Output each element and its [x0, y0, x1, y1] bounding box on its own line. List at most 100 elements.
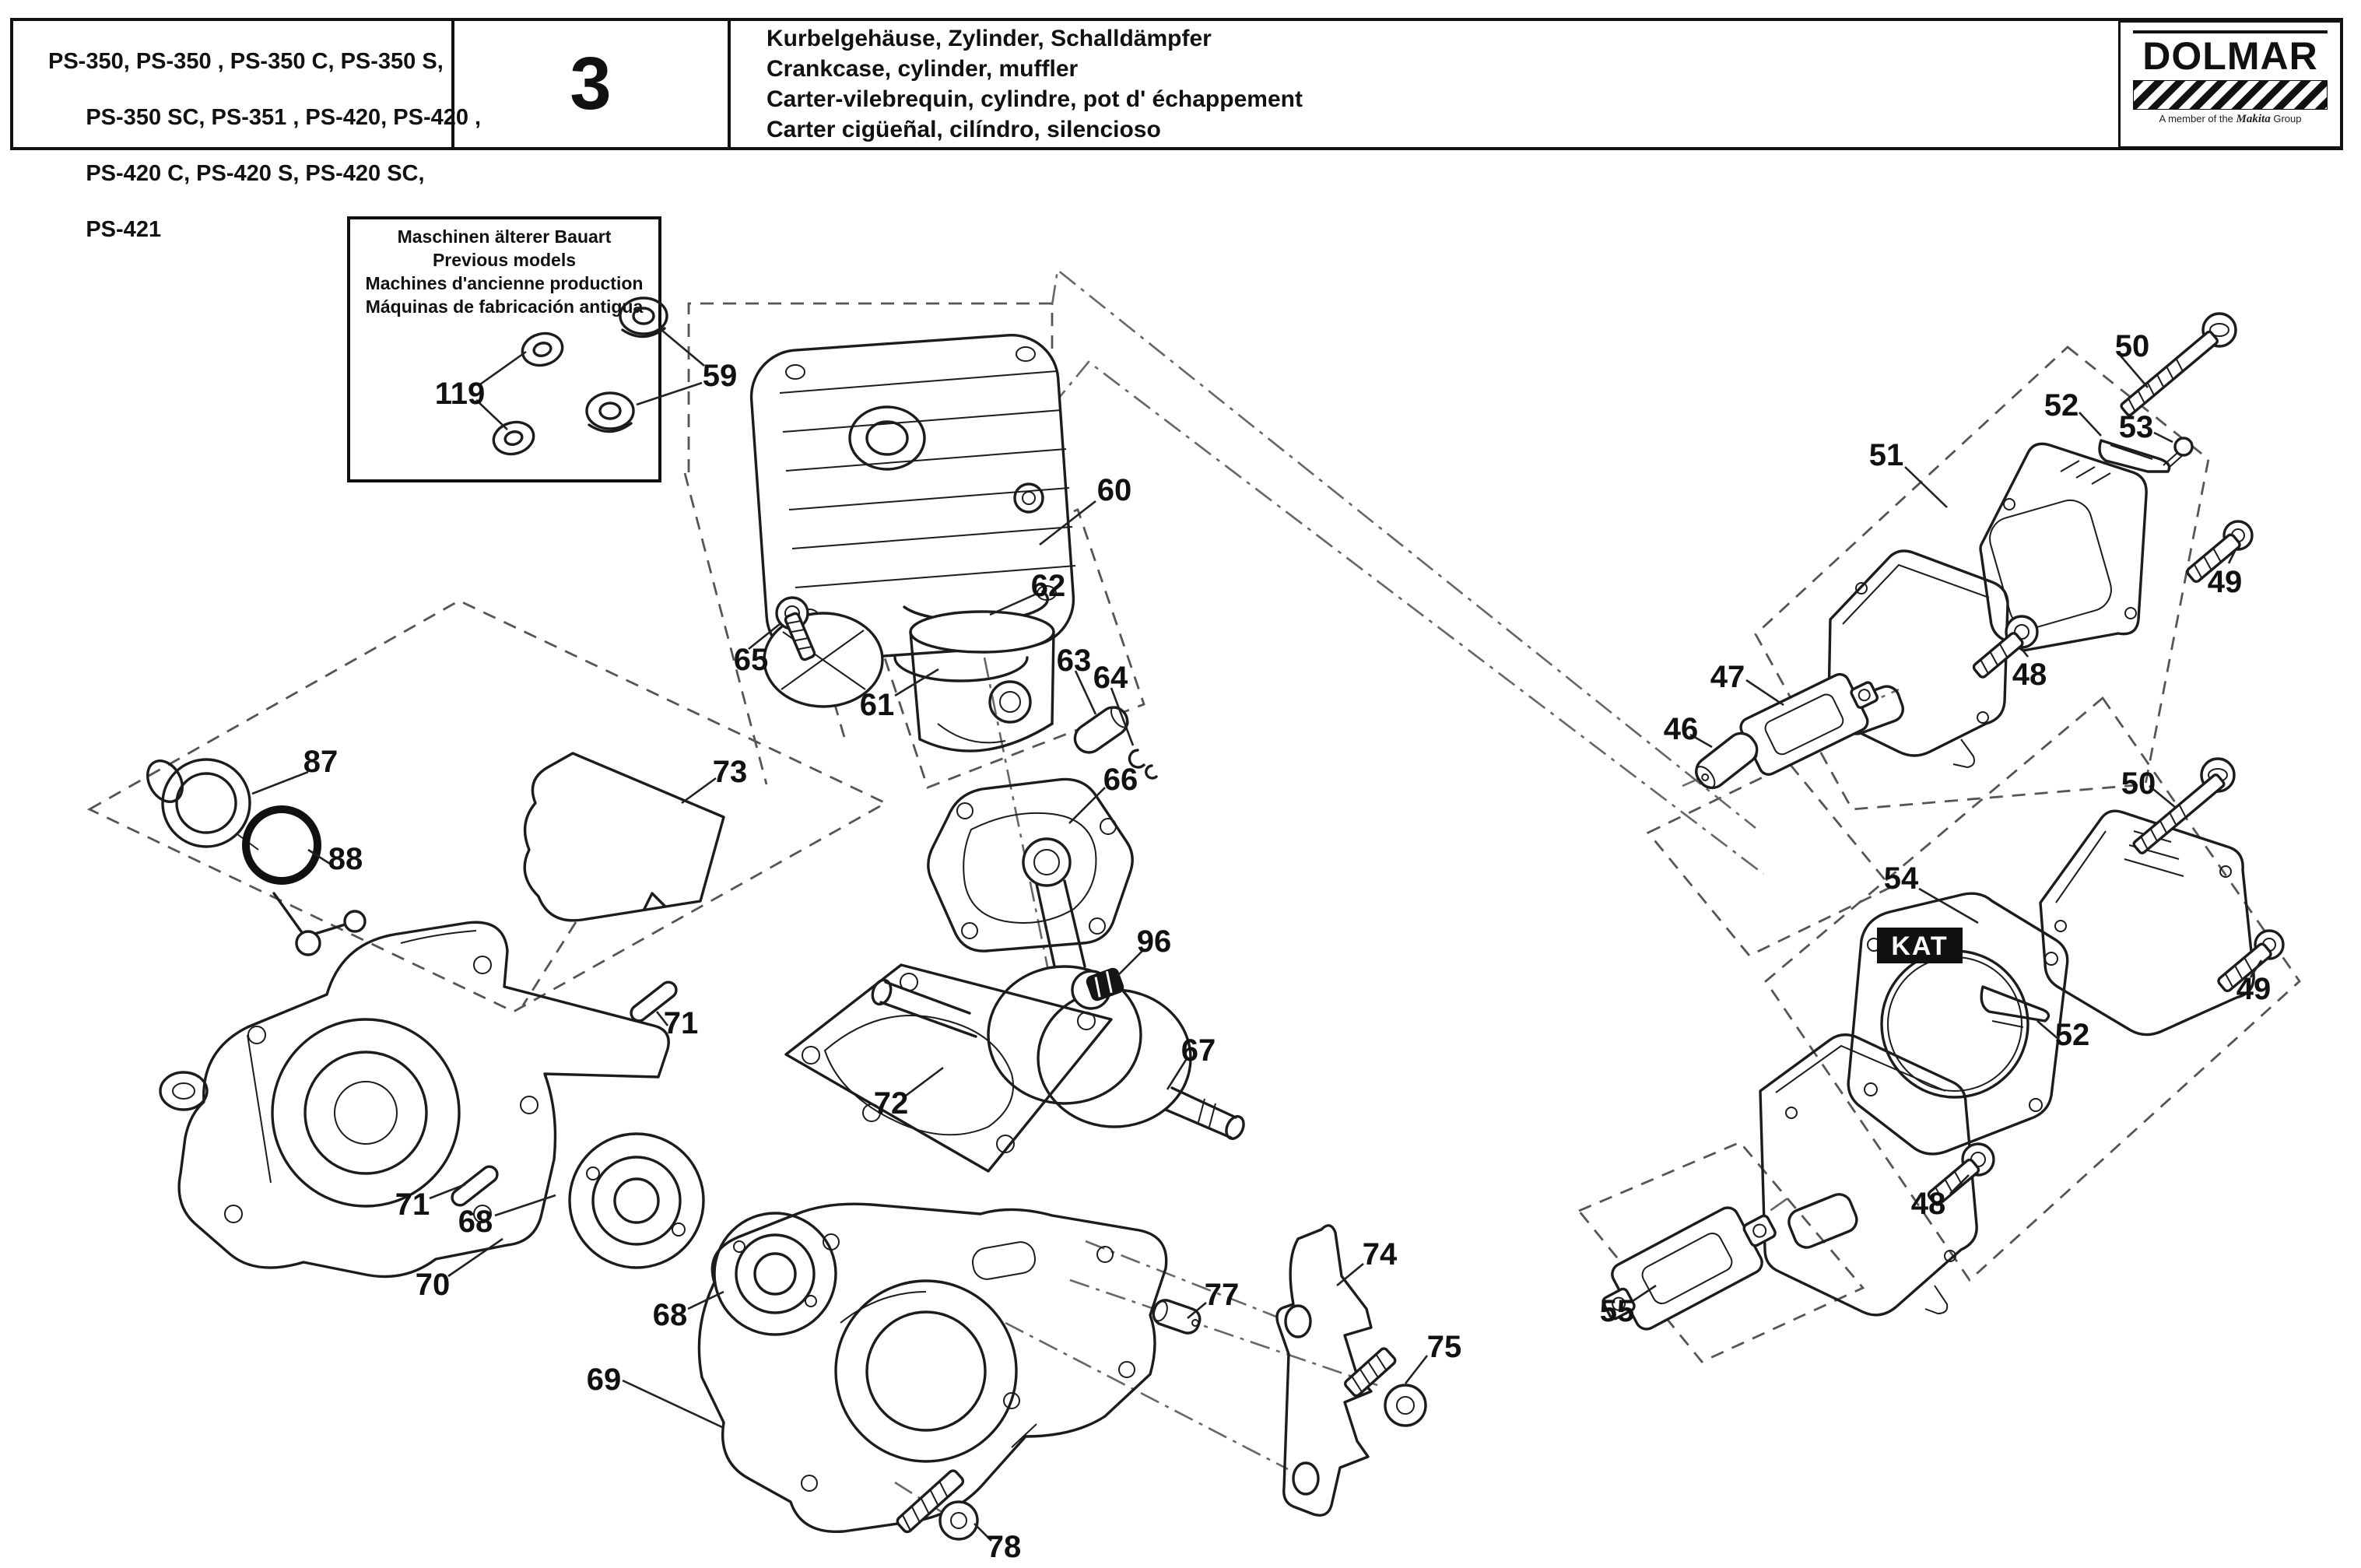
- gasket-72-drawing: [784, 963, 1113, 1173]
- bearing-68b-drawing: [713, 1212, 837, 1336]
- brand-logo: DOLMAR A member of the Makita Group: [2118, 20, 2342, 149]
- gasket-47-drawing: [1728, 672, 1879, 776]
- model-line-1: PS-350, PS-350 , PS-350 C, PS-350 S,: [48, 49, 444, 74]
- deflector-52a-drawing: [2098, 439, 2171, 473]
- part-label-77: 77: [1205, 1278, 1240, 1312]
- gasket-55-drawing: [1601, 1206, 1777, 1331]
- part-label-51: 51: [1869, 438, 1904, 472]
- screw-78-drawing: [896, 1469, 979, 1541]
- crankcase-right-69-drawing: [697, 1202, 1168, 1534]
- spacer-46-drawing: [1695, 731, 1759, 790]
- part-label-55: 55: [1600, 1294, 1635, 1328]
- dowel-pin-71a-drawing: [630, 980, 678, 1023]
- part-label-73: 73: [713, 755, 748, 789]
- note-box: Maschinen älterer Bauart Previous models…: [347, 216, 661, 482]
- bolt-50b-drawing: [2132, 757, 2236, 854]
- piston-pin-63-drawing: [1073, 706, 1129, 754]
- part-label-88: 88: [328, 842, 363, 876]
- screw-48a-drawing: [1972, 615, 2039, 679]
- title-de: Kurbelgehäuse, Zylinder, Schalldämpfer: [767, 26, 1212, 51]
- part-label-52: 52: [2055, 1018, 2090, 1052]
- part-label-66: 66: [1103, 763, 1138, 797]
- oil-pump-87-drawing: [146, 758, 259, 851]
- note-line-1: Maschinen älterer Bauart: [398, 226, 612, 247]
- logo-hatch-bar: [2133, 80, 2328, 110]
- page-number: 3: [570, 42, 612, 125]
- part-label-50: 50: [2121, 766, 2156, 801]
- kat-badge: KAT: [1877, 928, 1963, 963]
- part-label-46: 46: [1664, 712, 1699, 746]
- part-label-63: 63: [1057, 644, 1092, 678]
- part-label-48: 48: [2012, 658, 2047, 692]
- part-label-71: 71: [395, 1187, 430, 1222]
- part-label-60: 60: [1097, 473, 1132, 507]
- dashed-boundaries: [86, 302, 2301, 1363]
- part-label-48: 48: [1911, 1187, 1946, 1221]
- plug-77-drawing: [1152, 1299, 1202, 1335]
- part-label-70: 70: [416, 1268, 451, 1302]
- crankshaft-67-drawing: [871, 837, 1245, 1140]
- part-label-53: 53: [2119, 410, 2154, 444]
- note-line-2: Previous models: [433, 250, 576, 270]
- pin-clips-64-drawing: [1128, 749, 1158, 780]
- tagline-brand: Makita: [2236, 113, 2271, 125]
- tagline-suffix: Group: [2270, 113, 2302, 125]
- bearing-68a-drawing: [568, 1132, 705, 1269]
- logo-rule: [2133, 30, 2328, 33]
- header-divider-1: [451, 18, 454, 150]
- bolt-50a-drawing: [2120, 312, 2237, 417]
- part-label-65: 65: [734, 643, 769, 677]
- logo-tagline: A member of the Makita Group: [2121, 113, 2340, 126]
- cylinder-60-drawing: [749, 334, 1076, 708]
- note-line-4: Máquinas de fabricación antigua: [366, 296, 644, 317]
- part-label-87: 87: [303, 745, 339, 779]
- screw-65-drawing: [775, 596, 816, 661]
- model-line-2: PS-350 SC, PS-351 , PS-420, PS-420 ,: [86, 105, 482, 130]
- note-line-3: Machines d'ancienne production: [366, 273, 644, 293]
- title-es: Carter cigüeñal, cilíndro, silencioso: [767, 117, 1161, 142]
- bumper-spike-74-drawing: [1275, 1224, 1373, 1517]
- part-label-68: 68: [458, 1205, 493, 1239]
- part-label-61: 61: [860, 688, 895, 722]
- part-label-54: 54: [1884, 861, 1919, 896]
- part-label-49: 49: [2236, 972, 2272, 1006]
- screw-75-drawing: [1344, 1347, 1427, 1427]
- oil-pickup-drawing: [272, 892, 367, 956]
- model-line-4: PS-421: [86, 217, 162, 242]
- part-label-69: 69: [587, 1363, 622, 1397]
- part-label-71: 71: [664, 1006, 699, 1040]
- o-ring-88-drawing: [242, 805, 321, 885]
- dowel-pin-71b-drawing: [451, 1165, 499, 1207]
- title-en: Crankcase, cylinder, muffler: [767, 56, 1079, 82]
- part-label-50: 50: [2115, 329, 2150, 363]
- kat-badge-text: KAT: [1891, 931, 1948, 961]
- part-label-78: 78: [987, 1530, 1022, 1564]
- header-divider-2: [728, 18, 731, 150]
- part-label-64: 64: [1093, 661, 1128, 695]
- gasket-66-drawing: [927, 777, 1134, 952]
- part-label-59: 59: [703, 359, 738, 393]
- tagline-prefix: A member of the: [2159, 113, 2236, 125]
- screw-49b-drawing: [2217, 929, 2285, 993]
- part-label-49: 49: [2208, 565, 2243, 599]
- part-label-62: 62: [1031, 569, 1066, 603]
- part-label-52: 52: [2044, 388, 2079, 423]
- muffler-body-g2-drawing: [1759, 1033, 1978, 1317]
- model-line-3: PS-420 C, PS-420 S, PS-420 SC,: [86, 161, 425, 186]
- screw-49a-drawing: [2186, 520, 2254, 584]
- needle-bearing-96-drawing: [1086, 967, 1124, 1001]
- part-label-74: 74: [1363, 1237, 1398, 1272]
- part-label-67: 67: [1181, 1033, 1216, 1068]
- logo-wordmark: DOLMAR: [2142, 34, 2318, 78]
- screw-53-drawing: [2163, 437, 2194, 468]
- part-label-68: 68: [653, 1298, 688, 1332]
- part-label-96: 96: [1137, 924, 1172, 959]
- chapter-titles: Kurbelgehäuse, Zylinder, Schalldämpfer C…: [767, 23, 1303, 145]
- grommets-59-drawing: [585, 296, 668, 433]
- part-label-75: 75: [1427, 1330, 1462, 1364]
- part-label-119: 119: [435, 377, 486, 411]
- leader-lines: [251, 329, 2263, 1542]
